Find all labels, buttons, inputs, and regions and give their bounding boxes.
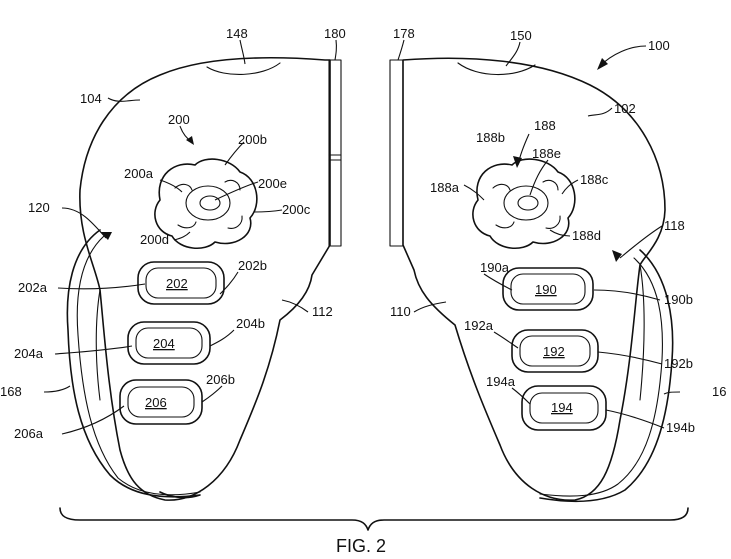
label-188b: 188b — [476, 130, 505, 145]
right-dimple — [472, 158, 576, 249]
label-118: 118 — [664, 218, 685, 233]
label-192b: 192b — [664, 356, 693, 371]
right-body-outline — [402, 57, 666, 501]
reference-labels: 148 180 178 150 100 104 102 200 200b 188… — [0, 26, 726, 556]
label-16: 16 — [712, 384, 726, 399]
label-194: 194 — [551, 400, 573, 415]
label-200c: 200c — [282, 202, 311, 217]
label-192: 192 — [543, 344, 565, 359]
label-102: 102 — [614, 101, 636, 116]
label-100: 100 — [648, 38, 670, 53]
left-glove-portion — [66, 57, 342, 501]
label-204b: 204b — [236, 316, 265, 331]
left-pad-204 — [127, 321, 211, 365]
label-148: 148 — [226, 26, 248, 41]
left-pad-202 — [137, 261, 225, 305]
label-112: 112 — [312, 304, 333, 319]
label-188d: 188d — [572, 228, 601, 243]
right-pad-192 — [511, 329, 599, 373]
figure-caption: FIG. 2 — [336, 536, 386, 556]
label-192a: 192a — [464, 318, 494, 333]
leader-lines — [43, 39, 681, 435]
label-178: 178 — [393, 26, 415, 41]
label-200a: 200a — [124, 166, 154, 181]
label-200b: 200b — [238, 132, 267, 147]
label-110: 110 — [390, 304, 411, 319]
label-194b: 194b — [666, 420, 695, 435]
label-190b: 190b — [664, 292, 693, 307]
right-pad-194 — [521, 385, 607, 431]
label-200e: 200e — [258, 176, 287, 191]
label-180: 180 — [324, 26, 346, 41]
label-202b: 202b — [238, 258, 267, 273]
label-190a: 190a — [480, 260, 510, 275]
label-204: 204 — [153, 336, 175, 351]
label-168: 168 — [0, 384, 22, 399]
right-outer-strap — [539, 249, 674, 503]
right-top-pad — [457, 62, 536, 76]
label-206: 206 — [145, 395, 167, 410]
left-top-pad — [206, 62, 281, 76]
right-strip — [389, 59, 404, 247]
right-pad-190 — [502, 267, 594, 311]
left-outer-strap — [66, 229, 201, 499]
label-150: 150 — [510, 28, 532, 43]
label-200d: 200d — [140, 232, 169, 247]
left-dimple — [154, 158, 258, 249]
label-190: 190 — [535, 282, 557, 297]
label-188c: 188c — [580, 172, 609, 187]
label-104: 104 — [80, 91, 102, 106]
right-glove-portion — [389, 57, 674, 503]
label-200: 200 — [168, 112, 190, 127]
label-188: 188 — [534, 118, 556, 133]
left-body-outline — [79, 57, 331, 501]
label-206b: 206b — [206, 372, 235, 387]
label-204a: 204a — [14, 346, 44, 361]
label-206a: 206a — [14, 426, 44, 441]
label-188e: 188e — [532, 146, 561, 161]
label-202: 202 — [166, 276, 188, 291]
label-194a: 194a — [486, 374, 516, 389]
label-188a: 188a — [430, 180, 460, 195]
bottom-brace — [59, 507, 689, 531]
label-202a: 202a — [18, 280, 48, 295]
label-120: 120 — [28, 200, 50, 215]
